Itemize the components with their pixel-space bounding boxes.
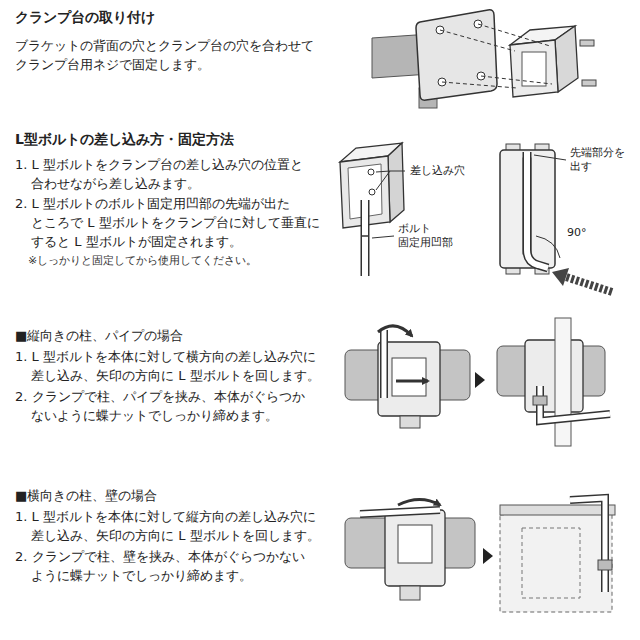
wall-mount-figure-part [570, 498, 605, 592]
wall-mount-figure-part [385, 510, 445, 586]
instruction-step: 1. L 型ボルトをクランプ台の差し込み穴の位置と 合わせながら差し込みます。 [15, 155, 341, 193]
clamp-block-figure [340, 143, 405, 276]
wall-mount-figure-part [398, 500, 440, 506]
wall-mount-figure-part [500, 505, 615, 515]
clamp-block-figure-part [369, 189, 375, 195]
wall-mount-figure-part [360, 510, 440, 514]
instruction-step: 2. クランプで柱、パイプを挟み、本体がぐらつか ないように蝶ナットでしっかり締… [15, 387, 341, 425]
vertical-pole-figure-part [345, 350, 470, 400]
vertical-pole-figure-part [400, 416, 420, 428]
section-heading: クランプ台の取り付け [15, 8, 345, 27]
clamp-mount-figure-part [478, 24, 550, 46]
clamp-mount-figure-part [580, 40, 594, 46]
vertical-pole-figure-part [392, 358, 426, 396]
instruction-step: 1. L 型ボルトを本体に対して横方向の差し込み穴に 差し込み、矢印の方向に L… [15, 347, 341, 385]
bolt-slot-figure-part [536, 236, 560, 258]
vertical-pole-figure-part [380, 330, 388, 398]
wall-mount-figure-part [483, 548, 493, 564]
bolt-slot-figure-part [527, 152, 548, 268]
callout-label: 差し込み穴 [409, 164, 479, 178]
clamp-block-figure-part [362, 235, 368, 237]
vertical-pole-figure-part [533, 396, 547, 405]
wall-mount-figure-part [400, 586, 420, 600]
vertical-pole-figure-part [475, 372, 485, 388]
vertical-pole-figure [345, 318, 610, 446]
clamp-mount-figure-part [442, 82, 517, 88]
clamp-block-figure-part [388, 143, 404, 222]
clamp-mount-figure-part [510, 40, 558, 97]
bolt-slot-figure-part [552, 268, 569, 286]
vertical-pole-figure-part [525, 340, 583, 412]
wall-mount-figure-part [345, 518, 475, 568]
clamp-mount-figure-part [416, 10, 497, 100]
section-heading: ■縦向きの柱、パイプの場合 [15, 326, 345, 345]
vertical-pole-figure-part [540, 386, 610, 421]
wall-mount-figure-part [360, 510, 440, 514]
instruction-step: 2. クランプで柱、壁を挟み、本体がぐらつかない ように蝶ナットでしっかり締めま… [15, 547, 341, 585]
wall-mount-figure-part [398, 525, 432, 563]
wall-mount-figure [345, 498, 615, 612]
wall-mount-figure-part [500, 508, 612, 612]
clamp-mount-figure-part [481, 76, 552, 84]
clamp-mount-figure-part [582, 80, 596, 86]
wall-mount-figure-part [522, 528, 580, 598]
wall-mount-figure-part [598, 560, 612, 570]
section-heading: ■横向きの柱、壁の場合 [15, 486, 345, 505]
vertical-pole-figure-part [382, 330, 387, 398]
clamp-block-figure-part [376, 171, 405, 172]
vertical-pole-figure-part [396, 380, 428, 383]
callout-label: 先端部分を 出す [569, 146, 631, 174]
callout-label: ボルト 固定用凹部 [397, 222, 459, 250]
bolt-slot-figure-part [534, 155, 566, 160]
bolt-slot-figure-part [527, 152, 548, 268]
angle-label: 90° [566, 226, 600, 240]
clamp-block-figure-part [368, 169, 374, 175]
note-text: ※しっかりと固定してから使用してください。 [28, 251, 328, 270]
clamp-block-figure-part [372, 236, 394, 238]
instruction-step: 1. L 型ボルトを本体に対して縦方向の差し込み穴に 差し込み、矢印の方向に L… [15, 507, 341, 545]
vertical-pole-figure-part [540, 386, 610, 421]
instruction-step: 2. L 型ボルトのボルト固定用凹部の先端が出た ところで L 型ボルトをクラン… [15, 194, 341, 251]
clamp-mount-figure [372, 10, 596, 108]
clamp-mount-figure-part [440, 30, 515, 51]
bolt-slot-figure-part [500, 150, 555, 268]
section-heading: L型ボルトの差し込み方・固定方法 [15, 130, 345, 149]
clamp-block-figure-part [362, 200, 368, 276]
vertical-pole-figure-part [378, 326, 412, 336]
bolt-slot-figure-part [566, 277, 612, 292]
vertical-pole-figure-part [555, 318, 571, 446]
clamp-block-figure-part [376, 171, 390, 190]
clamp-block-figure-part [361, 200, 370, 276]
wall-mount-figure-part [570, 498, 605, 592]
instruction-text: ブラケットの背面の穴とクランプ台の穴を合わせて クランプ台用ネジで固定します。 [15, 36, 341, 74]
clamp-mount-figure-part [555, 26, 578, 92]
